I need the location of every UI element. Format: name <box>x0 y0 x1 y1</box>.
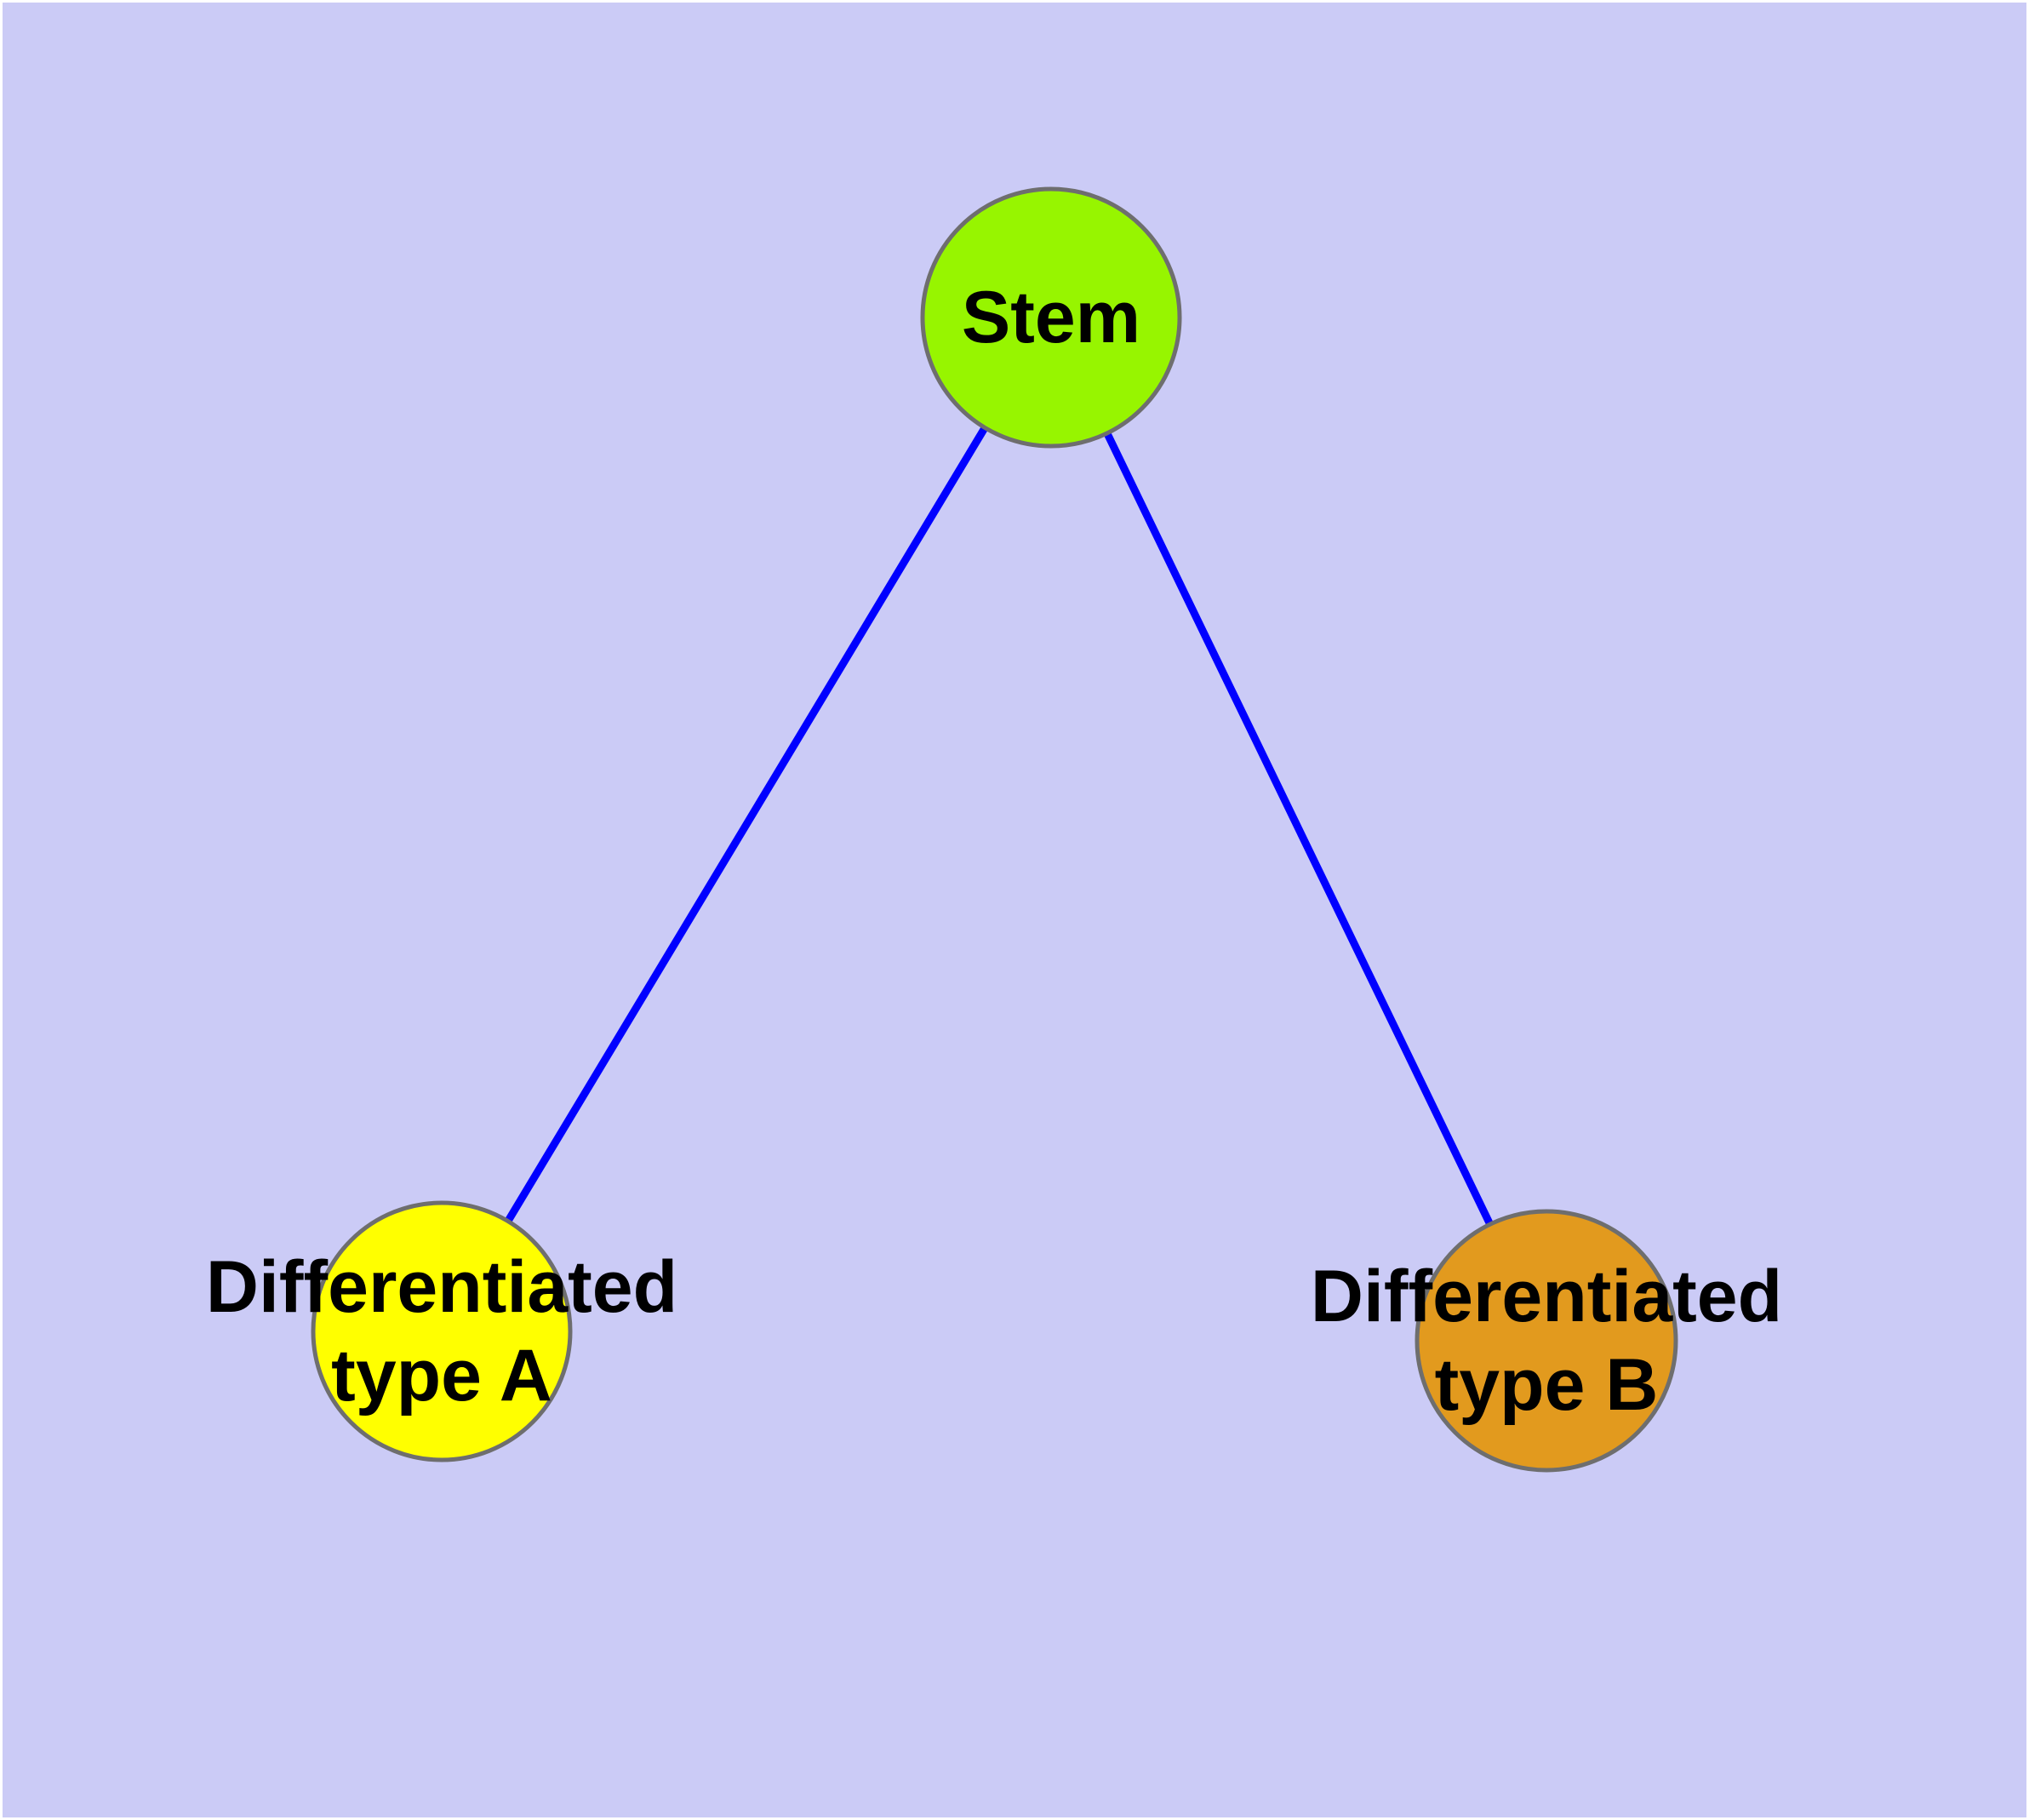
type-b-node-label: Differentiated type B <box>1311 1252 1782 1429</box>
type-b-node-circle <box>1415 1209 1678 1473</box>
label-line: Differentiated <box>205 1246 678 1328</box>
label-line: Stem <box>961 277 1141 358</box>
diagram-svg <box>311 186 1678 1473</box>
edge-stem-to-type-a <box>437 313 1055 1336</box>
type-a-node-label: Differentiated type A <box>206 1243 677 1420</box>
stem-node-circle <box>920 186 1182 449</box>
edge-stem-to-type-b <box>1047 313 1551 1345</box>
diagram-canvas: Stem Differentiated type A Differentiate… <box>3 3 2026 1817</box>
label-line: Differentiated <box>1310 1256 1783 1337</box>
stem-node-label: Stem <box>962 273 1140 362</box>
type-a-node-circle <box>311 1200 573 1462</box>
label-line: type A <box>331 1335 552 1417</box>
label-line: type B <box>1434 1344 1659 1426</box>
